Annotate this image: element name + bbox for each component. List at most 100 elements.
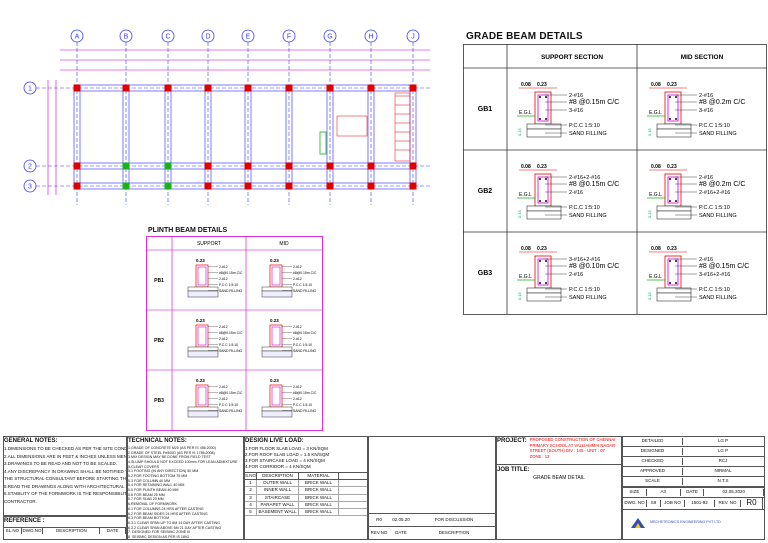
- grid-bubble: [406, 29, 420, 43]
- callout-text: P.C.C 1:5:10: [219, 283, 238, 287]
- rebar: [675, 260, 677, 262]
- company-logo-icon: [631, 517, 645, 528]
- wall-table-cell: INNER WALL: [257, 487, 299, 494]
- callout-text: 2-#12: [219, 397, 228, 401]
- sand-bed: [261, 350, 293, 358]
- callout-text: 2-#12: [293, 385, 302, 389]
- table-border: [146, 236, 323, 431]
- approval-value: RCJ: [718, 458, 728, 464]
- column: [244, 182, 252, 190]
- drawing-row-cell: R0: [741, 498, 763, 509]
- rebar: [545, 282, 547, 284]
- callout-text: P.C.C 1:5:10: [293, 283, 312, 287]
- sand-bed: [187, 410, 219, 418]
- wall-table-cell: BRICK WALL: [299, 480, 339, 487]
- reference-column-header: SL.NO: [4, 528, 22, 535]
- wall-table-cell: BRICK WALL: [299, 501, 339, 508]
- rebar: [675, 200, 677, 202]
- dim-depth: 0.23: [667, 246, 677, 252]
- general-note-line: 6.STABILITY OF THE FORMWORK IS THE RESPO…: [4, 491, 127, 497]
- reference-column-header: DWG.NO: [22, 528, 44, 535]
- job-title-value: GRADE BEAM DETAIL: [533, 474, 585, 481]
- dim-width: 0.08: [521, 82, 531, 88]
- rebar: [675, 282, 677, 284]
- general-notes: GENERAL NOTES: 1.DIMENSIONS TO BE CHECKE…: [3, 436, 127, 516]
- drawing-row-cell: S9: [647, 500, 661, 507]
- callout-text: SAND FILLING: [569, 131, 607, 137]
- callout-text: 2-#12: [219, 337, 228, 341]
- stirrup: [271, 266, 281, 286]
- sand-bed: [261, 290, 293, 298]
- general-note-line: 2.ALL DIMENSIONS ARE IN FEET & INCHES UN…: [4, 453, 127, 459]
- callout-text: #8@0.15m C/C: [219, 331, 243, 335]
- project-label: PROJECT:: [497, 438, 527, 444]
- callout-text: 3-#16: [569, 108, 583, 114]
- wall-table-cell: BRICK WALL: [299, 508, 339, 515]
- column: [204, 182, 212, 190]
- approval-value: LG P: [717, 438, 729, 444]
- column: [73, 84, 81, 92]
- dim-width: 0.08: [651, 164, 661, 170]
- callout-text: #8@0.15m C/C: [293, 391, 317, 395]
- stirrup: [667, 94, 679, 122]
- table-border: [463, 44, 767, 315]
- technical-note-line: 6.3.1 CLEAR SPAN UP TO 6M 14 DAY AFTER C…: [128, 520, 220, 525]
- mid-header: MID: [279, 241, 289, 247]
- technical-note-line: 5.CLEAR COVERS: [128, 464, 160, 469]
- dim-width: 0.08: [521, 164, 531, 170]
- beam: [367, 84, 375, 190]
- rebar: [675, 118, 677, 120]
- sand-bed: [187, 290, 219, 298]
- general-note-line: 5.READ THE DRAWINGS ALONG WITH ARCHITECT…: [4, 483, 126, 489]
- callout-text: SAND FILLING: [293, 349, 317, 353]
- sand-bed: [187, 350, 219, 358]
- rebar: [545, 118, 547, 120]
- callout-text: 2-#12: [219, 325, 228, 329]
- column: [244, 84, 252, 92]
- live-load-line: 3.FOR STAIRCASE LOAD = 4 KN/SQM: [245, 458, 325, 464]
- wall-table-cell: 1: [245, 480, 257, 487]
- column: [164, 162, 172, 170]
- beam: [122, 84, 130, 190]
- technical-note-line: 6.2 FOR BEAM SIDES 24 HRS AFTER CASTING: [128, 511, 208, 516]
- grid-letter: C: [165, 34, 170, 41]
- callout-text: #8 @0.2m C/C: [699, 181, 745, 188]
- stirrup: [197, 266, 207, 286]
- dim-width: 0.23: [196, 378, 205, 383]
- live-load-line: 1.FOR FLOOR SLAB LOAD = 3 KN/SQM: [245, 446, 328, 452]
- grid-letter: F: [287, 34, 291, 41]
- live-load-title: DESIGN LIVE LOAD:: [245, 438, 304, 444]
- grid-letter: J: [411, 34, 415, 41]
- callout-text: 2-#12: [293, 397, 302, 401]
- callout-text: P.C.C 1:5:10: [569, 123, 600, 129]
- technical-note-line: 3.MIX DESIGN MAY BE DONE FROM FIELD TEST: [128, 455, 211, 460]
- callout-text: 2-#12: [219, 385, 228, 389]
- callout-text: 2-#16: [699, 93, 713, 99]
- wall-table-cell: 4: [245, 501, 257, 508]
- callout-text: #8@0.15m C/C: [219, 271, 243, 275]
- column: [164, 182, 172, 190]
- pcc-bed: [526, 287, 562, 294]
- callout-text: 2-#16+2-#16: [699, 190, 730, 196]
- dim-width: 0.08: [651, 246, 661, 252]
- revision-cell: FOR DISCUSSION: [434, 516, 474, 522]
- drawing-row-cell: JOB NO: [661, 500, 685, 507]
- approval-value: LG P: [717, 448, 729, 454]
- dim-vertical: 0.15: [647, 291, 652, 300]
- dim-vertical: 0.15: [517, 291, 522, 300]
- general-note-line: 1.DIMENSIONS TO BE CHECKED AS PER THE SI…: [4, 446, 126, 452]
- callout-text: #8 @0.2m C/C: [699, 99, 745, 106]
- rebar: [545, 200, 547, 202]
- rebar: [669, 118, 671, 120]
- technical-note-line: 5.4 FOR RETAINING WALL 40 MM: [128, 483, 185, 488]
- technical-notes-title: TECHNICAL NOTES:: [128, 438, 187, 444]
- wall-table-cell: BRICK WALL: [299, 487, 339, 494]
